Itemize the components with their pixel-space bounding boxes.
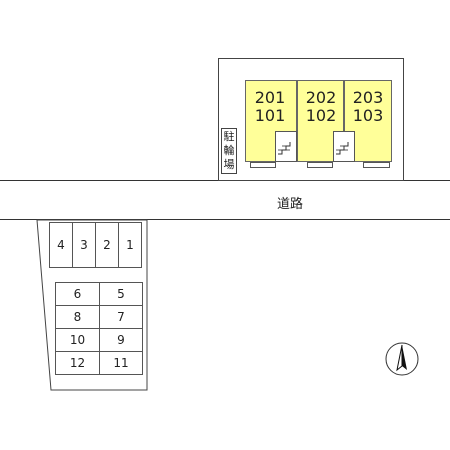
- stairs-icon: [278, 142, 291, 155]
- parking-space-3: 3: [72, 222, 96, 268]
- unit-label-102: 102: [305, 106, 337, 125]
- entry-step-3: [363, 162, 390, 168]
- parking-space-7: 7: [99, 305, 143, 329]
- bicycle-parking-label: 駐輪場: [221, 128, 237, 174]
- stairs-icon: [336, 142, 349, 155]
- parking-space-9: 9: [99, 328, 143, 352]
- parking-space-12: 12: [55, 351, 100, 375]
- parking-space-6: 6: [55, 282, 100, 306]
- parking-space-11: 11: [99, 351, 143, 375]
- unit-label-101: 101: [254, 106, 286, 125]
- entry-step-1: [250, 162, 276, 168]
- parking-space-8: 8: [55, 305, 100, 329]
- road-label: 道路: [277, 197, 304, 212]
- parking-space-2: 2: [95, 222, 119, 268]
- unit-label-202: 202: [305, 88, 337, 107]
- unit-label-103: 103: [352, 106, 384, 125]
- parking-space-4: 4: [49, 222, 73, 268]
- unit-label-201: 201: [254, 88, 286, 107]
- unit-label-203: 203: [352, 88, 384, 107]
- north-arrow-icon: [385, 342, 419, 376]
- bicycle-parking-text: 駐輪場: [223, 130, 235, 171]
- road-edge-bottom: [0, 219, 450, 220]
- entry-step-2: [307, 162, 333, 168]
- parking-space-1: 1: [118, 222, 142, 268]
- parking-space-10: 10: [55, 328, 100, 352]
- parking-space-5: 5: [99, 282, 143, 306]
